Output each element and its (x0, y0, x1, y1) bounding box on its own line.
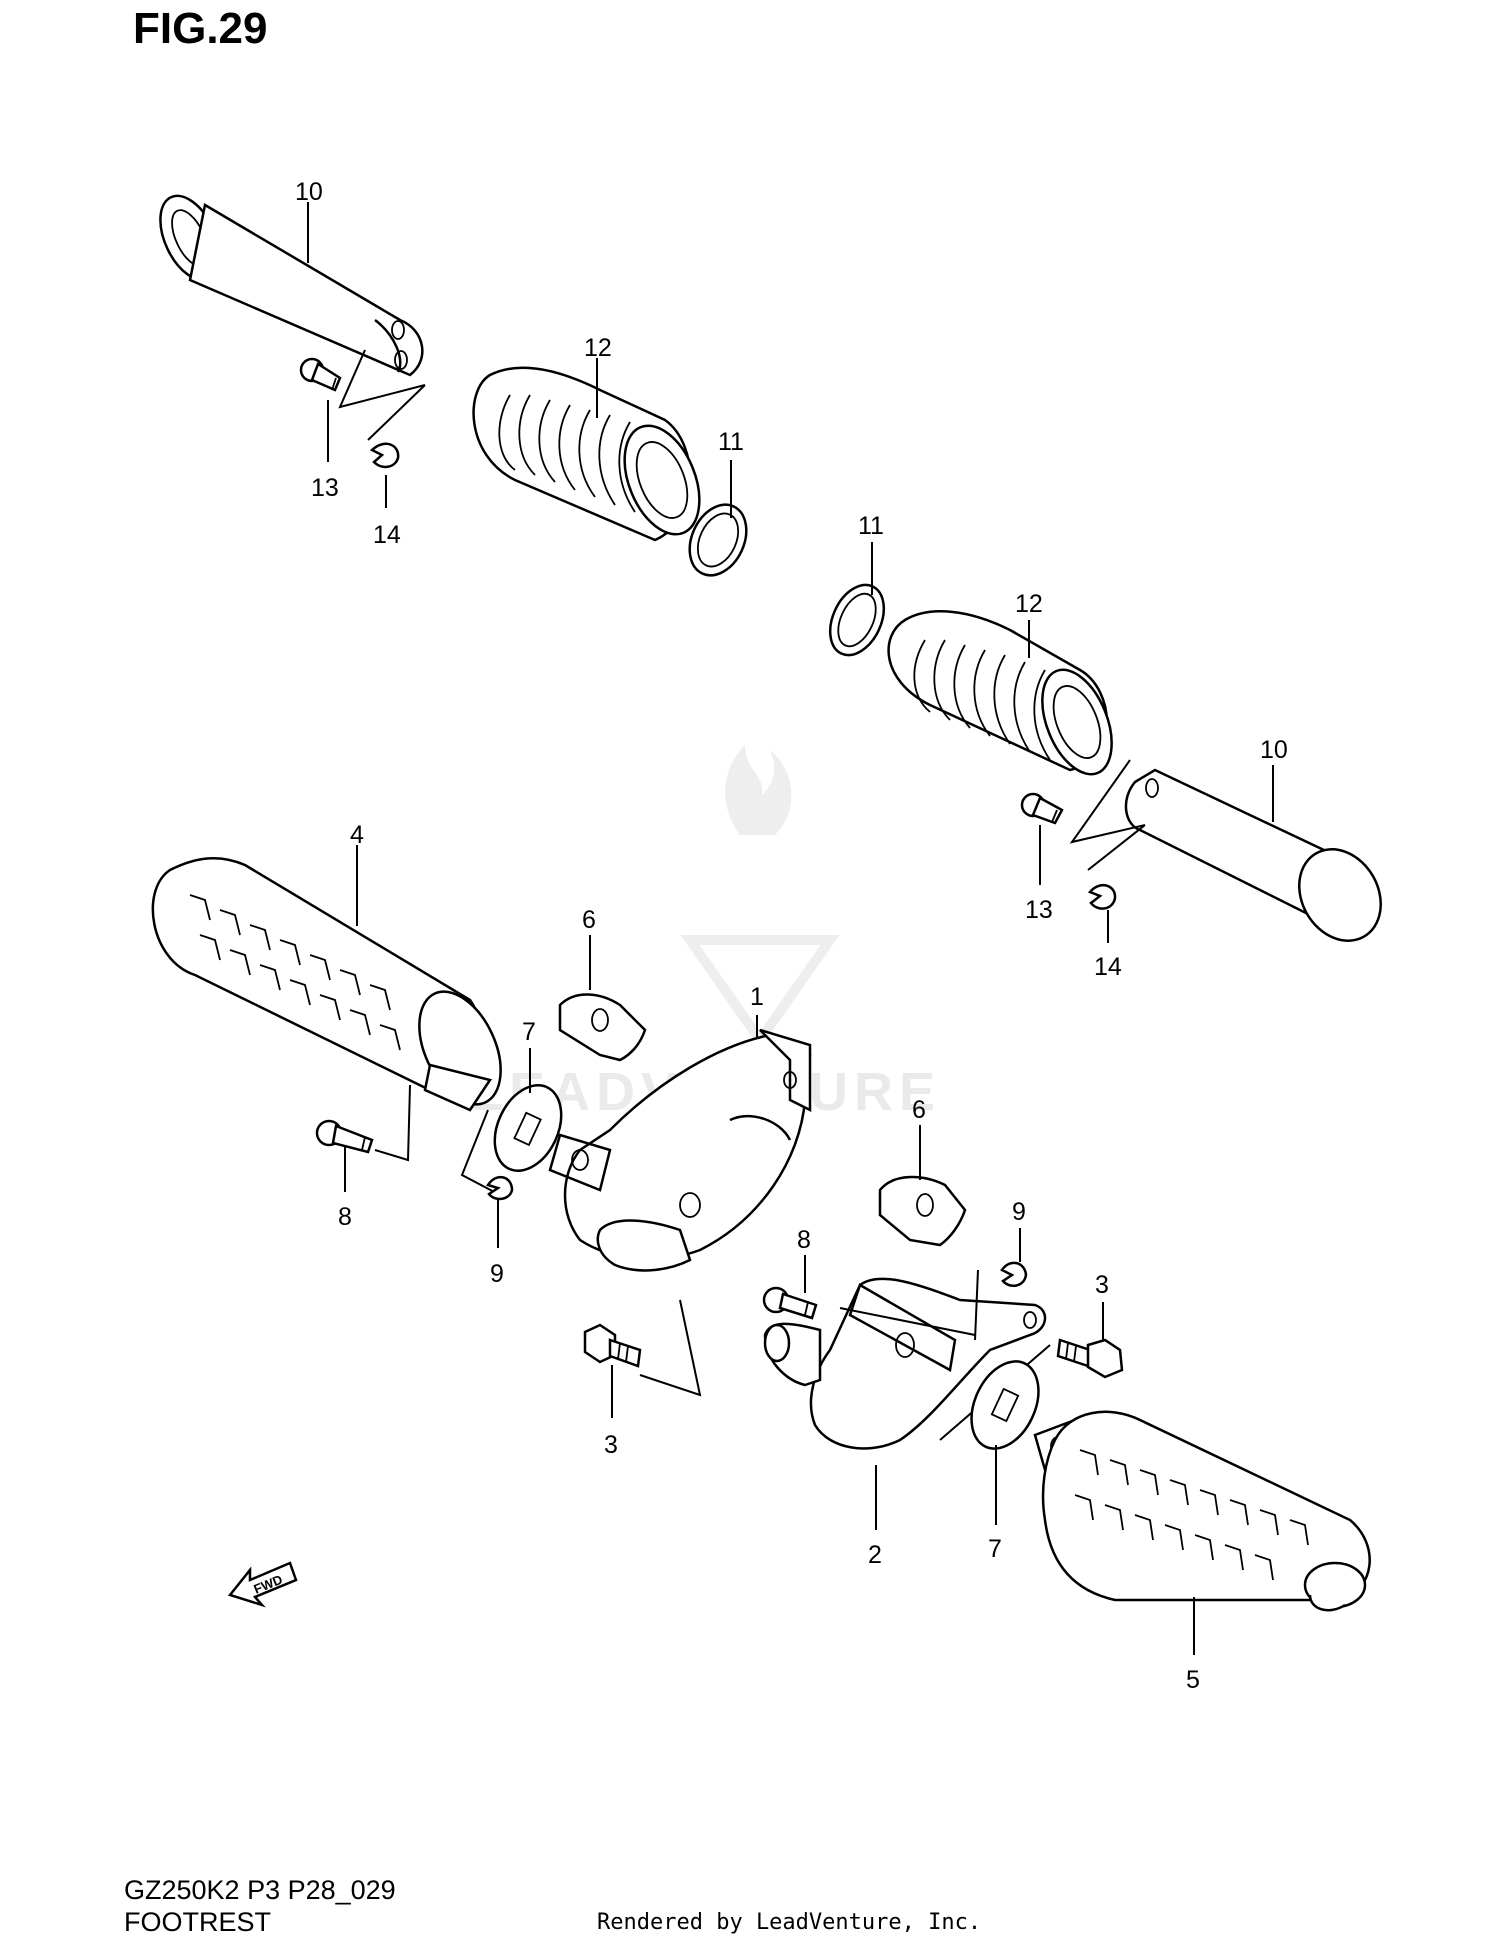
figure-code: GZ250K2 P3 P28_029 (124, 1875, 396, 1905)
callout-3-left: 3 (604, 1431, 618, 1459)
part-13-pin-upper (299, 357, 342, 392)
callout-13-right: 13 (1025, 896, 1053, 924)
part-5-right-footpeg (1033, 1410, 1371, 1612)
part-12-footpeg-rubber-right (887, 610, 1113, 776)
part-8-pin-right (762, 1286, 818, 1320)
assembly-line-right-b (1087, 824, 1146, 871)
callout-9-right: 9 (1012, 1198, 1026, 1226)
part-3-bolt-right (1056, 1338, 1124, 1379)
callout-2: 2 (868, 1541, 882, 1569)
assembly-line-left-9 (460, 1109, 501, 1196)
fwd-label: FWD (252, 1572, 285, 1597)
part-2-right-bracket (763, 1277, 1047, 1450)
callout-numbers: 10 12 11 13 14 11 12 10 13 14 4 6 1 7 8 … (295, 178, 1288, 1694)
part-10-right-pillion-peg (1124, 768, 1382, 942)
part-11-washer-upper (688, 503, 748, 577)
render-credit: Rendered by LeadVenture, Inc. (597, 1910, 982, 1935)
callout-10-upper: 10 (295, 178, 323, 206)
part-14-clip-upper (369, 442, 400, 469)
figure-title: FIG.29 (133, 4, 268, 53)
assembly-line-right-a (1069, 759, 1146, 844)
callout-8-right: 8 (797, 1226, 811, 1254)
callout-leader-lines (307, 202, 1274, 1655)
part-14-clip-right (1087, 883, 1117, 910)
part-6-cover-left (558, 993, 647, 1062)
callout-14-upper: 14 (373, 521, 401, 549)
part-11-washer-right (828, 583, 886, 657)
assembly-line-upper-left (338, 349, 426, 409)
part-4-left-footpeg (151, 857, 502, 1112)
part-13-pin-right (1020, 792, 1064, 825)
callout-7-left: 7 (522, 1018, 536, 1046)
part-7-plate-right (970, 1360, 1040, 1450)
part-7-plate-left (493, 1084, 563, 1172)
callout-11-right: 11 (858, 512, 884, 540)
assembly-line-bracket-3 (639, 1299, 702, 1397)
callout-1: 1 (750, 983, 764, 1011)
fwd-arrow-icon: FWD (227, 1561, 298, 1608)
callout-6-right: 6 (912, 1096, 926, 1124)
part-9-clip-right (1000, 1261, 1028, 1288)
assembly-line-left-8 (374, 1084, 411, 1162)
callout-9-left: 9 (490, 1260, 504, 1288)
callout-13-upper: 13 (311, 474, 339, 502)
callout-5: 5 (1186, 1666, 1200, 1694)
part-3-bolt-left (583, 1323, 642, 1368)
callout-14-right: 14 (1094, 953, 1122, 981)
callout-6-left: 6 (582, 906, 596, 934)
part-6-cover-right (878, 1175, 967, 1247)
assembly-line-upper-left-b (367, 384, 426, 441)
assembly-line-right-9 (974, 1269, 979, 1341)
callout-4: 4 (350, 821, 364, 849)
part-8-pin-left (315, 1119, 374, 1154)
callout-7-right: 7 (988, 1535, 1002, 1563)
part-10-left-pillion-peg (159, 194, 424, 377)
callout-10-right: 10 (1260, 736, 1288, 764)
callout-12-upper: 12 (584, 334, 612, 362)
callout-11-upper: 11 (718, 428, 744, 456)
part-1-left-bracket (548, 1028, 812, 1272)
callout-3-right: 3 (1095, 1271, 1109, 1299)
figure-name: FOOTREST (124, 1907, 271, 1937)
part-12-footpeg-rubber-upper (472, 366, 701, 542)
callout-12-right: 12 (1015, 590, 1043, 618)
assembly-line-right-8 (839, 1307, 976, 1336)
callout-8-left: 8 (338, 1203, 352, 1231)
part-9-clip-left (486, 1175, 514, 1201)
